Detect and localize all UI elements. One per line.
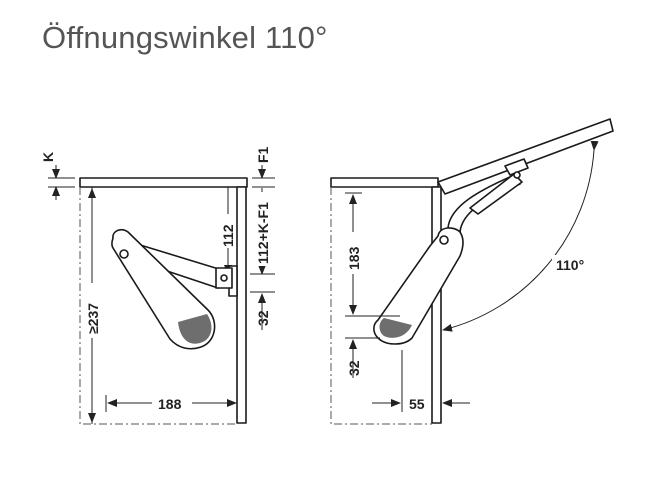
page-title: Öffnungswinkel 110° xyxy=(42,20,328,55)
dim-min-height: ≥237 xyxy=(85,303,101,334)
right-cabinet-side-panel xyxy=(431,186,442,424)
left-cabinet-outline xyxy=(79,187,237,425)
dim-left-bottom-offset: 32 xyxy=(255,310,271,326)
dim-depth: 55 xyxy=(409,396,425,412)
dim-height: 183 xyxy=(346,246,362,270)
dim-mount-top: 112 xyxy=(220,224,236,247)
left-view: K ≥237 188 112 112+K-F1 F1 32 xyxy=(40,146,275,425)
dim-width: 188 xyxy=(158,396,182,412)
left-mechanism-body xyxy=(111,229,216,350)
right-cabinet-outline xyxy=(330,187,432,425)
angle-arc xyxy=(442,140,599,332)
dim-right-bottom-offset: 32 xyxy=(346,360,362,376)
dim-angle: 110° xyxy=(556,257,584,273)
right-open-lid xyxy=(437,118,614,195)
right-cabinet-top-panel xyxy=(330,177,439,188)
right-view: 110° 183 32 55 xyxy=(330,118,614,425)
left-cabinet-top-panel xyxy=(79,177,248,188)
dim-f1: F1 xyxy=(255,146,271,163)
dim-k: K xyxy=(40,152,56,162)
left-cabinet-side-panel xyxy=(236,186,247,424)
dim-mount-formula: 112+K-F1 xyxy=(255,202,271,264)
